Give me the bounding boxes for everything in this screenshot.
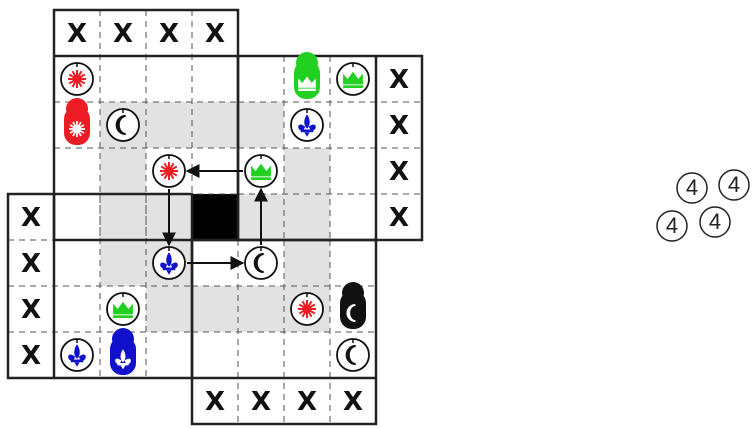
target-token-red-sun: [291, 293, 323, 325]
robot-black[interactable]: [340, 282, 366, 329]
path-cell: [284, 194, 330, 240]
target-token-black-moon: [337, 339, 369, 371]
target-token-black-moon: [107, 109, 139, 141]
svg-text:4: 4: [709, 209, 721, 234]
svg-text:4: 4: [686, 175, 698, 200]
blocked-cell-mark: X: [389, 111, 409, 141]
target-token-green-crown: [245, 155, 277, 187]
path-cell: [284, 148, 330, 194]
blocked-cell-mark: X: [389, 65, 409, 95]
blocked-cell-mark: X: [205, 387, 225, 417]
center-hole: [192, 194, 238, 240]
blocked-cell-mark: X: [389, 203, 409, 233]
target-token-green-crown: [107, 293, 139, 325]
target-token-black-moon: [245, 247, 277, 279]
blocked-cell-mark: X: [389, 157, 409, 187]
path-cell: [100, 148, 146, 194]
target-token-blue-lily: [291, 109, 323, 141]
path-cell: [192, 286, 238, 332]
path-cell: [284, 240, 330, 286]
blocked-cell-mark: X: [205, 19, 225, 49]
move-count-bottom-right: 4: [700, 207, 730, 237]
path-cell: [192, 102, 238, 148]
path-cell: [100, 194, 146, 240]
path-cell: [238, 102, 284, 148]
robot-green[interactable]: [294, 52, 320, 99]
path-cell: [100, 240, 146, 286]
blocked-cell-mark: X: [343, 387, 363, 417]
target-token-blue-lily: [153, 247, 185, 279]
move-count-top-left: 4: [677, 173, 707, 203]
blocked-cell-mark: X: [113, 19, 133, 49]
blocked-cell-mark: X: [159, 19, 179, 49]
blocked-cell-mark: X: [21, 249, 41, 279]
path-cell: [146, 102, 192, 148]
robot-red[interactable]: [64, 98, 90, 145]
move-counter-cluster: 4 4 4 4: [657, 170, 749, 241]
move-count-bottom-left: 4: [657, 211, 687, 241]
move-count-top-right: 4: [719, 170, 749, 200]
blocked-cell-mark: X: [297, 387, 317, 417]
target-token-red-sun: [61, 63, 93, 95]
svg-text:4: 4: [728, 172, 740, 197]
robot-blue[interactable]: [110, 328, 136, 375]
path-cell: [238, 286, 284, 332]
blocked-cell-mark: X: [21, 341, 41, 371]
target-token-blue-lily: [61, 339, 93, 371]
svg-text:4: 4: [666, 213, 678, 238]
path-cell: [146, 286, 192, 332]
blocked-cell-mark: X: [21, 295, 41, 325]
blocked-cell-mark: X: [251, 387, 271, 417]
blocked-cell-mark: X: [21, 203, 41, 233]
blocked-cell-mark: X: [67, 19, 87, 49]
target-token-red-sun: [153, 155, 185, 187]
target-token-green-crown: [337, 63, 369, 95]
